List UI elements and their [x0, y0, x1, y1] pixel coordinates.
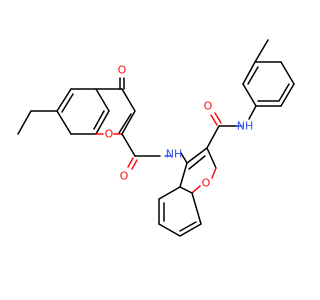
bond	[206, 147, 217, 169]
bond	[127, 157, 134, 168]
bond	[179, 162, 188, 188]
bond	[254, 39, 269, 63]
bond	[61, 93, 74, 113]
bond	[118, 113, 132, 134]
bond	[121, 110, 136, 135]
bond	[179, 221, 197, 232]
bond	[248, 105, 257, 120]
atom-label-oxygen: O	[105, 128, 114, 141]
bond	[180, 152, 188, 164]
bond	[211, 167, 217, 179]
atom-layer: O O O NH O O NH	[105, 64, 254, 190]
bond	[280, 61, 295, 85]
bond	[186, 147, 208, 164]
bond	[242, 83, 257, 107]
bond	[121, 133, 136, 157]
bond	[17, 110, 32, 135]
bond	[242, 61, 256, 85]
bond	[56, 110, 72, 135]
bond	[56, 88, 72, 112]
molecule-structure: O O O NH O O NH	[17, 39, 295, 237]
bond	[278, 83, 290, 102]
bond	[179, 223, 202, 237]
atom-label-oxygen: O	[120, 170, 129, 183]
bond	[131, 159, 138, 170]
bond	[95, 88, 110, 112]
bond	[158, 223, 181, 237]
atom-label-oxygen: O	[204, 100, 213, 113]
bond	[93, 110, 105, 130]
atom-label-oxygen: O	[202, 177, 211, 190]
bond	[247, 66, 259, 85]
bond	[191, 192, 202, 225]
atom-label-nitrogen: NH	[166, 148, 183, 161]
bond	[121, 88, 136, 112]
bond-layer	[17, 39, 295, 237]
bond	[95, 110, 110, 135]
bond	[188, 155, 206, 170]
atom-label-nitrogen: NH	[237, 120, 254, 133]
bond	[280, 83, 295, 107]
bond	[158, 186, 181, 200]
bond	[206, 125, 220, 149]
bond	[214, 112, 222, 124]
bond	[210, 114, 218, 126]
bond	[191, 185, 201, 194]
atom-label-oxygen: O	[118, 64, 127, 77]
bond	[179, 186, 193, 194]
